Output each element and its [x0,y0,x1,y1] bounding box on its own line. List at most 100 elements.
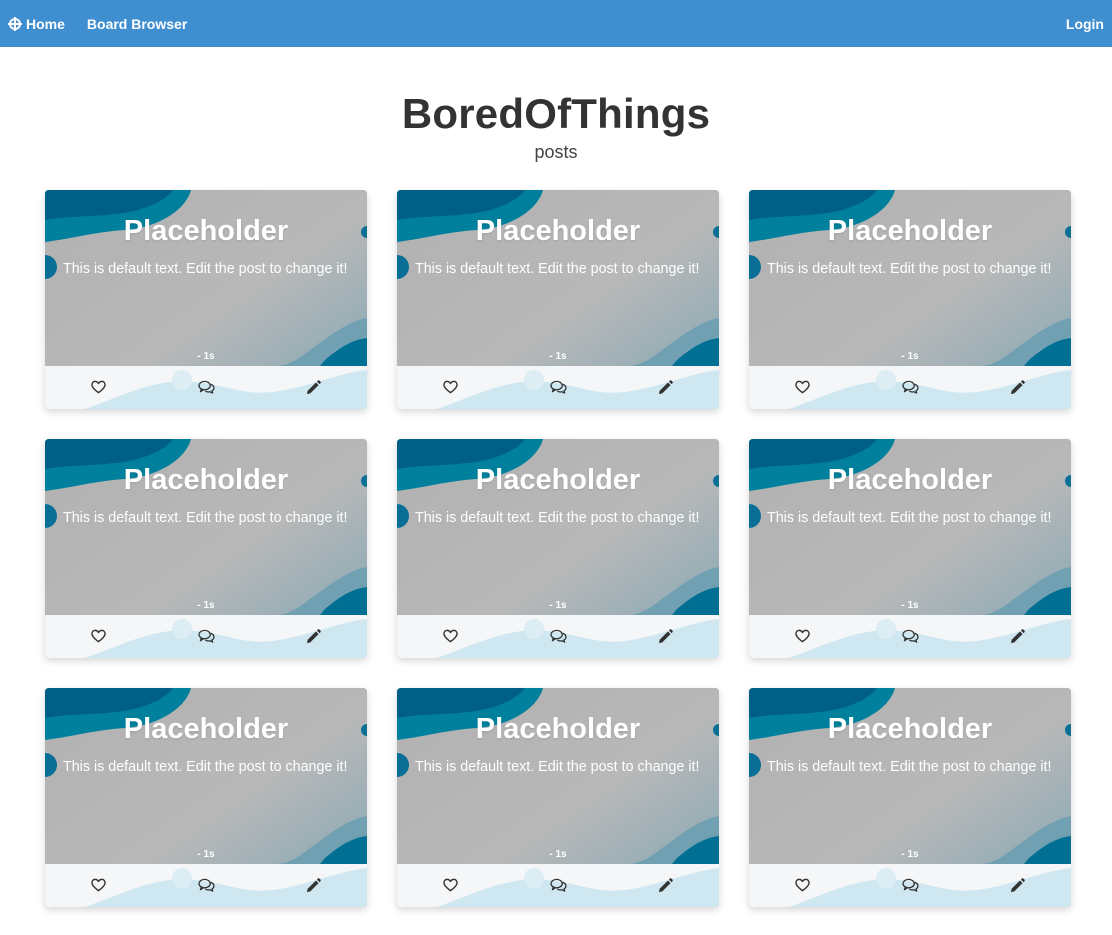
pencil-icon [1010,877,1025,892]
wave-background [749,190,1071,409]
post-title: Placeholder [827,464,993,496]
post-actions [749,615,1071,658]
navbar: Home Board Browser Login [0,0,1112,47]
post-card[interactable]: Placeholder This is default text. Edit t… [749,688,1071,907]
post-body: This is default text. Edit the post to c… [415,510,700,526]
edit-button[interactable] [653,625,677,647]
like-button[interactable] [438,376,462,398]
comments-icon [901,878,919,892]
wave-background [749,688,1071,907]
post-body: This is default text. Edit the post to c… [415,261,700,277]
post-timestamp: - 1s [549,849,567,860]
post-actions [45,864,367,907]
edit-button[interactable] [653,376,677,398]
pencil-icon [306,379,321,394]
like-button[interactable] [438,874,462,896]
post-body: This is default text. Edit the post to c… [63,261,348,277]
nav-login-link[interactable]: Login [1065,15,1104,32]
pencil-icon [658,379,673,394]
wave-background [45,439,367,658]
post-title: Placeholder [123,215,289,247]
comments-button[interactable] [898,625,922,647]
page-subtitle: posts [534,142,578,162]
nav-home-label: Home [26,15,65,32]
post-timestamp: - 1s [549,600,567,611]
pencil-icon [1010,379,1025,394]
post-actions [45,615,367,658]
pencil-icon [658,877,673,892]
post-actions [749,366,1071,409]
edit-button[interactable] [1005,874,1029,896]
pencil-icon [306,877,321,892]
comments-button[interactable] [546,874,570,896]
heart-icon [794,380,810,394]
edit-button[interactable] [653,874,677,896]
nav-home-link[interactable]: Home [8,16,65,32]
comments-icon [197,629,215,643]
edit-button[interactable] [1005,625,1029,647]
like-button[interactable] [86,625,110,647]
edit-button[interactable] [301,625,325,647]
post-title: Placeholder [827,713,993,745]
post-card[interactable]: Placeholder This is default text. Edit t… [397,688,719,907]
comments-icon [549,878,567,892]
comments-button[interactable] [546,625,570,647]
like-button[interactable] [86,874,110,896]
nav-board-browser-link[interactable]: Board Browser [86,15,188,32]
comments-icon [549,629,567,643]
heart-icon [442,629,458,643]
post-timestamp: - 1s [901,351,919,362]
comments-button[interactable] [194,625,218,647]
post-actions [45,366,367,409]
post-card[interactable]: Placeholder This is default text. Edit t… [45,439,367,658]
like-button[interactable] [790,625,814,647]
post-title: Placeholder [123,464,289,496]
heart-icon [794,878,810,892]
comments-button[interactable] [194,376,218,398]
heart-icon [442,878,458,892]
post-title: Placeholder [827,215,993,247]
post-body: This is default text. Edit the post to c… [415,759,700,775]
post-card[interactable]: Placeholder This is default text. Edit t… [45,190,367,409]
comments-icon [901,380,919,394]
post-timestamp: - 1s [549,351,567,362]
comments-button[interactable] [194,874,218,896]
post-card[interactable]: Placeholder This is default text. Edit t… [749,190,1071,409]
post-actions [749,864,1071,907]
comments-button[interactable] [898,874,922,896]
post-body: This is default text. Edit the post to c… [767,759,1052,775]
post-timestamp: - 1s [901,849,919,860]
post-body: This is default text. Edit the post to c… [63,510,348,526]
post-title: Placeholder [123,713,289,745]
like-button[interactable] [438,625,462,647]
wave-background [45,688,367,907]
comments-button[interactable] [546,376,570,398]
pencil-icon [658,628,673,643]
post-body: This is default text. Edit the post to c… [767,510,1052,526]
post-title: Placeholder [475,215,641,247]
heart-icon [794,629,810,643]
post-timestamp: - 1s [197,600,215,611]
heart-icon [442,380,458,394]
edit-button[interactable] [301,376,325,398]
heart-icon [90,878,106,892]
like-button[interactable] [86,376,110,398]
post-title: Placeholder [475,464,641,496]
post-timestamp: - 1s [901,600,919,611]
post-card[interactable]: Placeholder This is default text. Edit t… [749,439,1071,658]
post-title: Placeholder [475,713,641,745]
like-button[interactable] [790,874,814,896]
post-card[interactable]: Placeholder This is default text. Edit t… [397,439,719,658]
like-button[interactable] [790,376,814,398]
pencil-icon [1010,628,1025,643]
edit-button[interactable] [1005,376,1029,398]
post-actions [397,615,719,658]
post-card[interactable]: Placeholder This is default text. Edit t… [45,688,367,907]
post-card[interactable]: Placeholder This is default text. Edit t… [397,190,719,409]
wave-background [45,190,367,409]
comments-icon [197,380,215,394]
edit-button[interactable] [301,874,325,896]
comments-button[interactable] [898,376,922,398]
pencil-icon [306,628,321,643]
page-title: BoredOfThings [401,90,711,137]
